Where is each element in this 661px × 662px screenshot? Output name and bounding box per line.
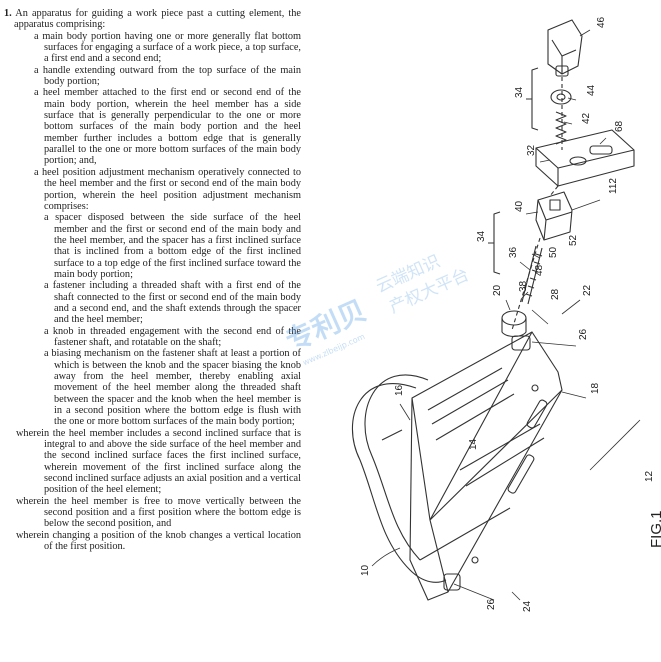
claim-paragraph-text: a handle extending outward from the top … [34, 64, 301, 88]
knob-part [547, 19, 583, 77]
claim-paragraph: a knob in threaded engagement with the s… [4, 326, 301, 349]
label-26-top: 26 [578, 328, 589, 340]
claim-paragraph: a main body portion having one or more g… [4, 31, 301, 65]
brace-34-middle [488, 211, 501, 275]
label-26-bottom: 26 [486, 598, 497, 610]
foot-part [443, 573, 461, 591]
claim-paragraph: a heel member attached to the first end … [4, 87, 301, 166]
claim-paragraph: wherein the heel member includes a secon… [4, 428, 301, 496]
claim-paragraph: 1. An apparatus for guiding a work piece… [4, 8, 301, 31]
label-46: 46 [596, 16, 607, 28]
washer-part [550, 89, 572, 105]
claim-paragraph-text: a spacer disposed between the side surfa… [44, 212, 301, 280]
patent-figure-drawing: 46 34 44 42 68 32 40 112 34 50 52 36 48 … [351, 16, 661, 612]
claim-paragraph-text: a fastener including a threaded shaft wi… [44, 280, 301, 326]
body-knob-part [501, 310, 527, 338]
label-68: 68 [614, 120, 625, 132]
claim-paragraph: wherein the heel member is free to move … [4, 496, 301, 530]
claim-paragraph-text: a biasing mechanism on the fastener shaf… [44, 348, 301, 428]
claim-paragraph-text: a main body portion having one or more g… [34, 30, 301, 65]
claim-paragraph-text: wherein the heel member includes a secon… [16, 427, 301, 496]
brace-34-top [526, 67, 539, 131]
label-24: 24 [522, 600, 533, 612]
claim-paragraph-text: a knob in threaded engagement with the s… [44, 325, 301, 348]
claim-paragraph: a handle extending outward from the top … [4, 65, 301, 88]
claim-paragraph: a fastener including a threaded shaft wi… [4, 280, 301, 325]
label-34-middle: 34 [476, 230, 487, 242]
label-28: 28 [550, 288, 561, 300]
handle-part [351, 374, 447, 583]
guide-rails-part [419, 367, 545, 561]
claim-paragraph-text: wherein changing a position of the knob … [16, 529, 301, 553]
main-body-part [409, 331, 563, 601]
label-22: 22 [582, 284, 593, 296]
label-38: 38 [518, 280, 529, 292]
label-14: 14 [468, 438, 479, 450]
spacer-part [535, 191, 573, 241]
claim-paragraph: a biasing mechanism on the fastener shaf… [4, 348, 301, 427]
heel-member-part [535, 129, 635, 187]
claim-paragraph-text: a heel position adjustment mechanism ope… [34, 166, 301, 212]
label-32: 32 [526, 144, 537, 156]
label-40: 40 [514, 200, 525, 212]
label-48: 48 [534, 264, 545, 276]
label-12: 12 [644, 470, 655, 482]
label-16: 16 [394, 384, 405, 396]
label-18: 18 [590, 382, 601, 394]
reference-numerals: 46 34 44 42 68 32 40 112 34 50 52 36 48 … [360, 16, 655, 612]
foot-part [511, 335, 531, 351]
claim-paragraph-text: wherein the heel member is free to move … [16, 495, 301, 530]
label-52: 52 [568, 234, 579, 246]
label-34-top: 34 [514, 86, 525, 98]
label-10: 10 [360, 564, 371, 576]
claim-paragraph-text: An apparatus for guiding a work piece pa… [14, 8, 301, 31]
claim-paragraph: a heel position adjustment mechanism ope… [4, 167, 301, 212]
label-44: 44 [586, 84, 597, 96]
label-42: 42 [581, 112, 592, 124]
claim-paragraph: a spacer disposed between the side surfa… [4, 212, 301, 280]
label-50: 50 [548, 246, 559, 258]
label-112: 112 [608, 178, 619, 194]
spring-part [555, 111, 567, 145]
label-36: 36 [508, 246, 519, 258]
patent-claim-text: 1. An apparatus for guiding a work piece… [4, 8, 301, 553]
figure-caption: FIG.1 [648, 510, 661, 548]
label-20: 20 [492, 284, 503, 296]
assembly-centerline [511, 70, 563, 331]
claim-paragraph-text: a heel member attached to the first end … [34, 87, 301, 167]
claim-paragraph: wherein changing a position of the knob … [4, 530, 301, 553]
claim-number: 1. [4, 8, 12, 19]
